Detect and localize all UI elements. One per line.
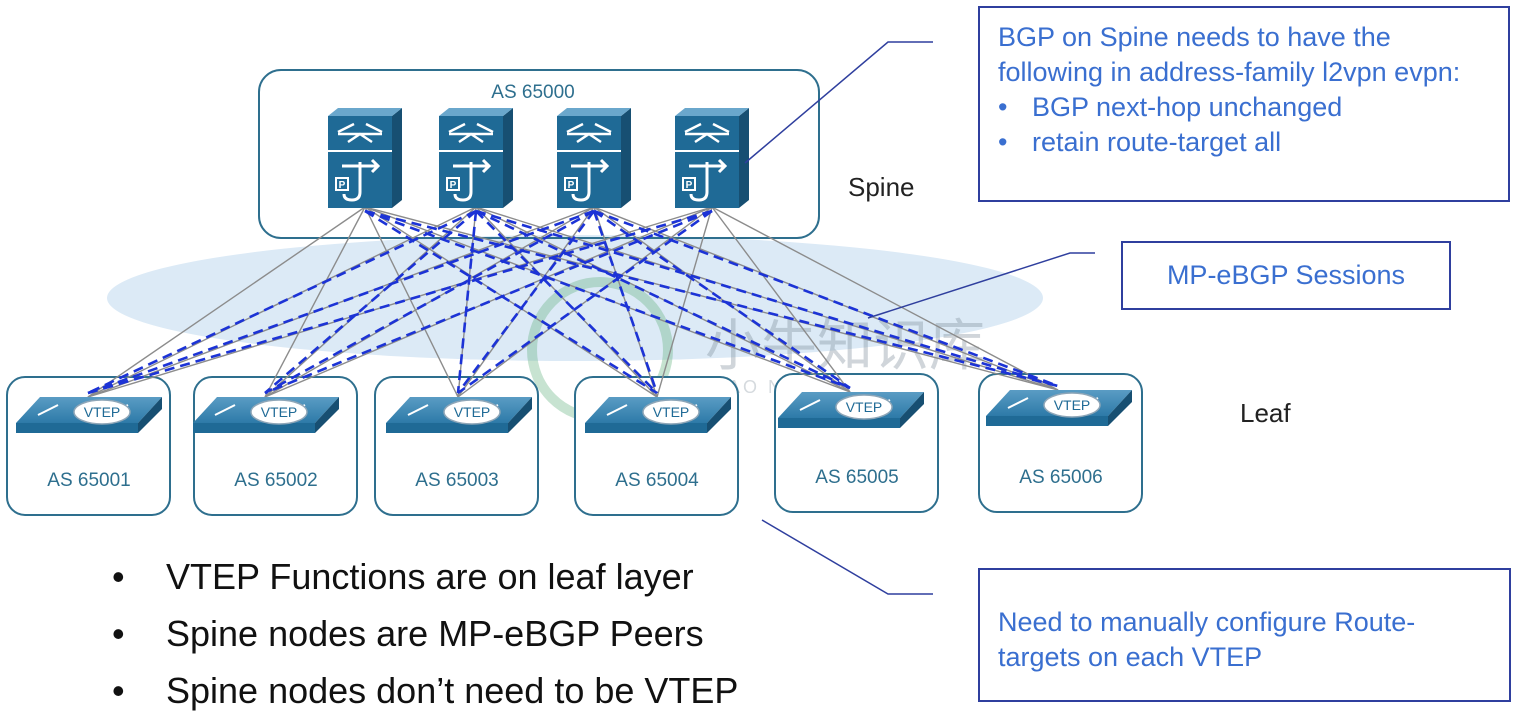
physical-link	[364, 206, 459, 398]
physical-link	[364, 206, 658, 398]
vtep-label: VTEP	[1054, 397, 1091, 413]
summary-bullets: VTEP Functions are on leaf layer Spine n…	[112, 552, 738, 723]
physical-link	[87, 206, 366, 398]
callout-spine-bgp-text: BGP on Spine needs to have the following…	[998, 22, 1461, 87]
vtep-badge: VTEP	[1043, 392, 1101, 418]
svg-text:P: P	[450, 180, 457, 191]
svg-text:P: P	[686, 180, 693, 191]
mp-ebgp-session-link	[264, 210, 477, 394]
callout-sessions-connector	[867, 252, 1095, 319]
mp-ebgp-session-link	[87, 209, 713, 395]
watermark-text-cn: 小牛知识库	[705, 314, 985, 377]
callout-spine-bgp-list: BGP next-hop unchanged retain route-targ…	[998, 90, 1490, 160]
spine-as-label: AS 65000	[491, 82, 574, 103]
callout-spine-bgp-item: BGP next-hop unchanged	[998, 90, 1490, 125]
mp-ebgp-session-link	[364, 209, 1059, 388]
leaf-switch-icon: VTEP	[193, 397, 339, 433]
callout-vtep-connector	[761, 519, 933, 595]
vtep-badge: VTEP	[443, 399, 501, 425]
physical-link	[475, 206, 851, 393]
summary-bullet: Spine nodes don’t need to be VTEP	[112, 666, 738, 723]
mp-ebgp-session-link	[456, 210, 596, 394]
mp-ebgp-session-link	[592, 210, 659, 394]
leaf-as-label: AS 65006	[1019, 467, 1102, 488]
leaf-switch-icon: VTEP	[778, 392, 924, 428]
vtep-label: VTEP	[653, 404, 690, 420]
physical-link	[711, 206, 1059, 391]
vtep-label: VTEP	[846, 399, 883, 415]
mp-ebgp-session-link	[475, 210, 658, 394]
svg-text:P: P	[339, 180, 346, 191]
spine-switch-icon: P	[557, 108, 631, 208]
physical-link	[264, 206, 366, 398]
leaf-switch-icon: VTEP	[386, 397, 532, 433]
mp-ebgp-session-link	[264, 209, 713, 395]
physical-link	[593, 206, 851, 393]
spine-switch-icon: P	[675, 108, 749, 208]
leaf-switch-icon: VTEP	[986, 390, 1132, 426]
leaf-as-label: AS 65001	[47, 470, 130, 491]
callout-mp-ebgp-sessions: MP-eBGP Sessions	[1121, 241, 1451, 310]
vtep-badge: VTEP	[73, 399, 131, 425]
leaf-switch-icon: VTEP	[16, 397, 162, 433]
leaf-as-label: AS 65002	[234, 470, 317, 491]
summary-bullet: Spine nodes are MP-eBGP Peers	[112, 609, 738, 666]
physical-link	[264, 206, 595, 398]
spine-layer-label: Spine	[848, 172, 915, 202]
mp-ebgp-session-link	[456, 210, 478, 394]
spine-switch-icon: P	[439, 108, 513, 208]
leaf-layer-label: Leaf	[1240, 398, 1291, 428]
mp-ebgp-session-link	[364, 209, 851, 390]
spine-switch-icon: P	[328, 108, 402, 208]
vtep-badge: VTEP	[250, 399, 308, 425]
physical-link	[87, 206, 595, 398]
leaf-as-label: AS 65003	[415, 470, 498, 491]
mp-ebgp-session-link	[364, 209, 658, 395]
mp-ebgp-session-links	[87, 209, 1059, 395]
callout-spine-bgp-item: retain route-target all	[998, 125, 1490, 160]
leaf-as-label: AS 65004	[615, 470, 699, 491]
mp-ebgp-session-link	[475, 209, 851, 390]
callout-spine-bgp: BGP on Spine needs to have the following…	[978, 6, 1510, 202]
vtep-label: VTEP	[261, 404, 298, 420]
mp-ebgp-session-link	[457, 209, 713, 395]
leaf-switch-icon: VTEP	[585, 397, 731, 433]
callout-route-targets: Need to manually configure Route-targets…	[978, 568, 1511, 702]
vtep-badge: VTEP	[835, 394, 893, 420]
vtep-badge: VTEP	[642, 399, 700, 425]
mp-ebgp-session-link	[264, 209, 595, 395]
callout-spine-connector	[744, 41, 933, 164]
mp-ebgp-session-link	[87, 209, 595, 395]
physical-link	[711, 206, 851, 393]
vtep-label: VTEP	[454, 404, 491, 420]
summary-bullet: VTEP Functions are on leaf layer	[112, 552, 738, 609]
svg-text:P: P	[568, 180, 575, 191]
physical-link	[457, 206, 477, 398]
vtep-label: VTEP	[84, 404, 121, 420]
leaf-as-label: AS 65005	[815, 467, 898, 488]
physical-link	[656, 206, 713, 398]
